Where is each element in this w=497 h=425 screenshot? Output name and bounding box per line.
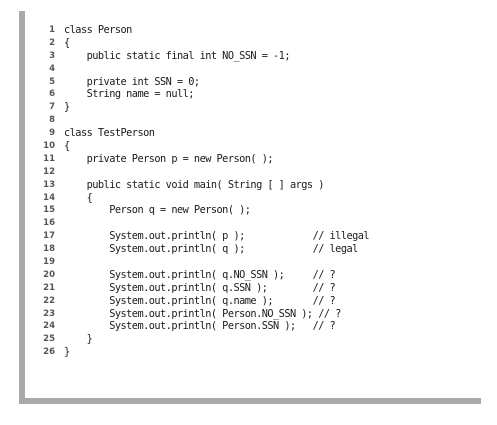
line-number: 20 bbox=[43, 269, 55, 280]
line-number: 5 bbox=[49, 76, 55, 87]
code-line: 16 bbox=[30, 217, 480, 230]
code-text: } bbox=[64, 346, 70, 359]
code-line: 5 private int SSN = 0; bbox=[30, 76, 480, 89]
code-line: 8 bbox=[30, 114, 480, 127]
code-line: 19 bbox=[30, 256, 480, 269]
code-line: 12 bbox=[30, 166, 480, 179]
code-text: class Person bbox=[64, 24, 132, 36]
line-number: 26 bbox=[43, 347, 55, 358]
code-line: 13 public static void main( String [ ] a… bbox=[30, 179, 480, 192]
line-number: 18 bbox=[43, 244, 55, 255]
code-text: public static void main( String [ ] args… bbox=[64, 178, 325, 191]
line-number: 14 bbox=[43, 192, 55, 203]
code-line: 20 System.out.println( q.NO_SSN ); // ? bbox=[30, 269, 480, 282]
line-number: 21 bbox=[43, 282, 55, 293]
line-number: 9 bbox=[49, 128, 55, 139]
line-number: 2 bbox=[49, 37, 55, 48]
code-text: String name = null; bbox=[64, 88, 195, 101]
code-line: 11 private Person p = new Person( ); bbox=[30, 153, 480, 166]
code-text: { bbox=[64, 191, 93, 204]
code-line: 10 { bbox=[30, 140, 480, 153]
code-line: 9 class TestPerson bbox=[30, 127, 480, 140]
code-text: Person q = new Person( ); bbox=[64, 204, 251, 217]
code-text: } bbox=[64, 101, 70, 114]
code-text: public static final int NO_SSN = -1; bbox=[64, 49, 291, 62]
line-number: 23 bbox=[43, 308, 55, 319]
code-line: 22 System.out.println( q.name ); // ? bbox=[30, 295, 480, 308]
line-number: 4 bbox=[49, 63, 55, 74]
line-number: 13 bbox=[43, 179, 55, 190]
code-text: System.out.println( q.name ); // ? bbox=[64, 294, 336, 307]
code-line: 14 { bbox=[30, 192, 480, 205]
line-number: 7 bbox=[49, 102, 55, 113]
code-text: System.out.println( q.NO_SSN ); // ? bbox=[64, 268, 336, 281]
code-listing-frame bbox=[19, 11, 481, 404]
code-line: 7} bbox=[30, 101, 480, 114]
line-number: 8 bbox=[49, 115, 55, 126]
code-line: 25 } bbox=[30, 333, 480, 346]
code-line: 24 System.out.println( Person.SSN ); // … bbox=[30, 320, 480, 333]
line-number: 10 bbox=[43, 141, 55, 152]
code-line: 18 System.out.println( q ); // legal bbox=[30, 243, 480, 256]
line-number: 12 bbox=[43, 166, 55, 177]
code-text: class TestPerson bbox=[64, 127, 155, 140]
line-number: 3 bbox=[49, 50, 55, 61]
line-number: 15 bbox=[43, 205, 55, 216]
code-text: private int SSN = 0; bbox=[64, 75, 201, 88]
line-number: 17 bbox=[43, 231, 55, 242]
line-number: 25 bbox=[43, 334, 55, 345]
code-text: private Person p = new Person( ); bbox=[64, 152, 274, 165]
line-number: 22 bbox=[43, 295, 55, 306]
code-line: 17 System.out.println( p ); // illegal bbox=[30, 230, 480, 243]
line-number: 16 bbox=[43, 218, 55, 229]
line-number: 24 bbox=[43, 321, 55, 332]
code-text: System.out.println( q ); // legal bbox=[64, 243, 358, 256]
code-line: 23 System.out.println( Person.NO_SSN ); … bbox=[30, 308, 480, 321]
code-text: System.out.println( Person.SSN ); // ? bbox=[64, 320, 336, 333]
line-number: 19 bbox=[43, 257, 55, 268]
code-text: System.out.println( Person.NO_SSN ); // … bbox=[64, 307, 341, 320]
code-line: 6 String name = null; bbox=[30, 88, 480, 101]
code-text: } bbox=[64, 333, 93, 346]
code-line: 3 public static final int NO_SSN = -1; bbox=[30, 50, 480, 63]
code-text: { bbox=[64, 36, 70, 49]
line-number: 1 bbox=[49, 25, 55, 35]
line-number: 11 bbox=[43, 153, 55, 164]
code-line: 4 bbox=[30, 63, 480, 76]
code-line: 2{ bbox=[30, 37, 480, 50]
code-text: System.out.println( q.SSN ); // ? bbox=[64, 281, 336, 294]
code-line: 1 class Person bbox=[30, 24, 480, 37]
code-line: 26} bbox=[30, 346, 480, 359]
code-line: 15 Person q = new Person( ); bbox=[30, 204, 480, 217]
code-text: { bbox=[64, 140, 70, 153]
code-text: System.out.println( p ); // illegal bbox=[64, 230, 370, 243]
line-number: 6 bbox=[49, 89, 55, 100]
code-line: 21 System.out.println( q.SSN ); // ? bbox=[30, 282, 480, 295]
